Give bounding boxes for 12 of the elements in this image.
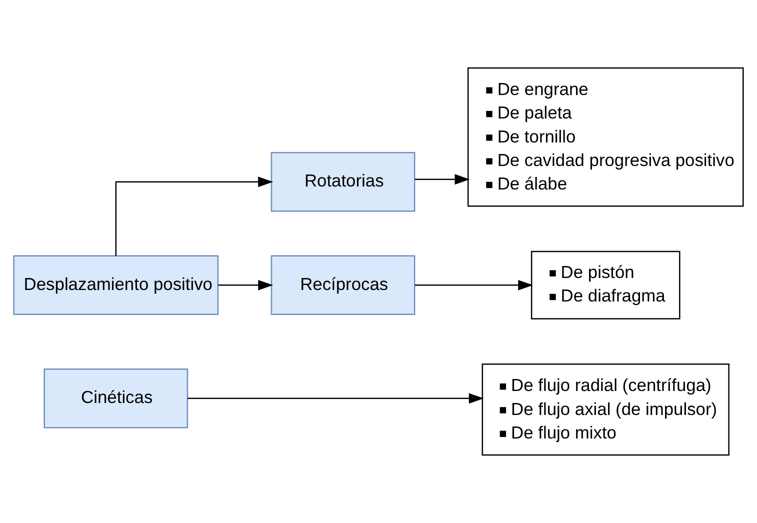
node-box: De pistón De diafragma [530,250,680,320]
arrow [218,280,274,290]
arrow [115,176,274,256]
node-box: Recíprocas [270,255,416,316]
node-box: Rotatorias [270,152,416,212]
node-box: De engrane De paleta De tornillo De cavidad progresiva positivo De álabe [467,67,744,207]
arrow [188,393,484,404]
arrow [414,174,470,185]
node-box: De flujo radial (centrífuga) De flujo axial (de impulsor) De flujo mixto [482,364,730,456]
node-box: Desplazamiento positivo [13,255,219,316]
arrow [414,280,534,290]
node-box: Cinéticas [44,368,188,428]
